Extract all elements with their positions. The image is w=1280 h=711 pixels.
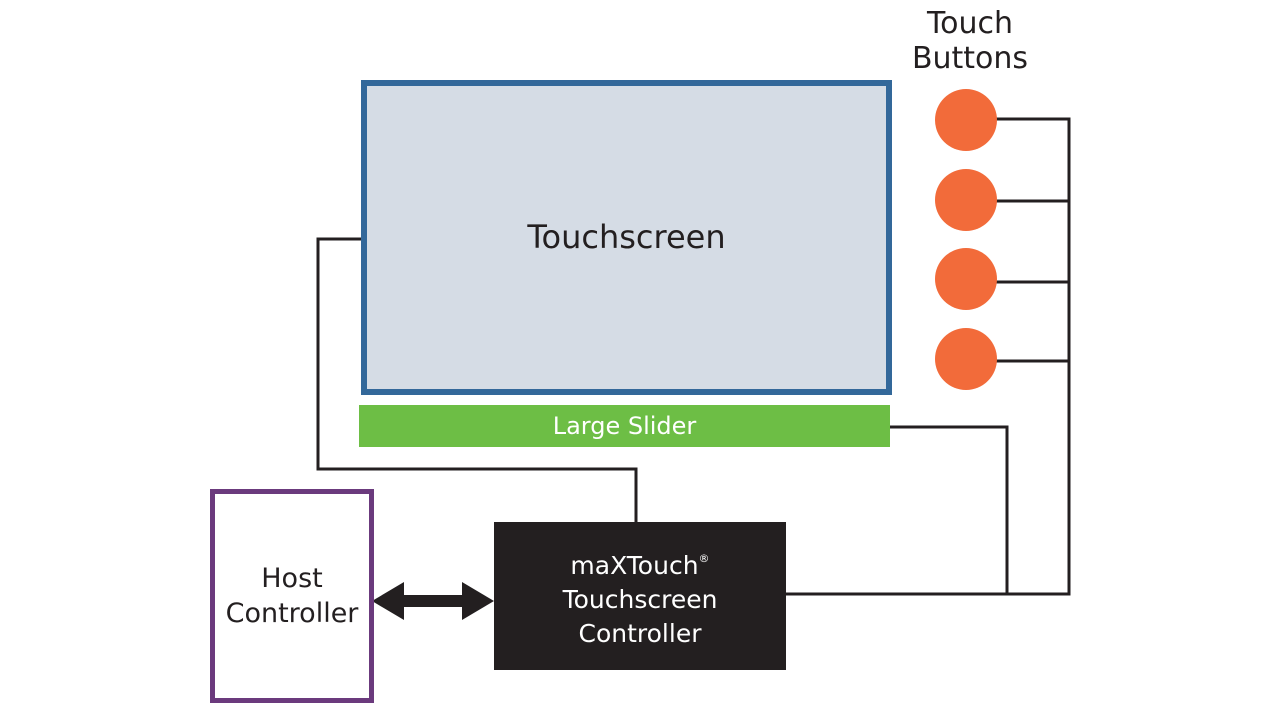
touch-button-3: [935, 248, 997, 310]
touchscreen-panel: Touchscreen: [361, 80, 892, 395]
touch-button-2: [935, 169, 997, 231]
maxtouch-controller-line3: Controller: [578, 618, 702, 648]
maxtouch-controller-label: maXTouch® Touchscreen Controller: [563, 542, 718, 651]
maxtouch-controller-line1: maXTouch®: [563, 542, 718, 583]
host-controller-box: Host Controller: [210, 489, 374, 703]
touch-button-1: [935, 89, 997, 151]
touch-buttons-title-line1: Touch: [926, 6, 1014, 41]
host-controller-line1: Host: [261, 563, 323, 594]
bidirectional-arrow: [372, 582, 494, 620]
slider-wire: [890, 425, 1009, 594]
maxtouch-controller-line2: Touchscreen: [562, 584, 718, 614]
touchscreen-label: Touchscreen: [527, 218, 726, 256]
maxtouch-brand: maXTouch: [570, 550, 699, 580]
touch-buttons-title: Touch Buttons: [890, 6, 1050, 76]
touchscreen-wire: [316, 237, 638, 522]
host-controller-line2: Controller: [225, 598, 359, 629]
touch-button-4: [935, 328, 997, 390]
maxtouch-controller-box: maXTouch® Touchscreen Controller: [494, 522, 786, 670]
large-slider-label: Large Slider: [552, 412, 697, 440]
host-controller-label: Host Controller: [226, 561, 359, 631]
large-slider: Large Slider: [359, 405, 890, 447]
touch-buttons-title-line2: Buttons: [911, 41, 1029, 76]
controller-bus-wire: [786, 117, 1071, 596]
registered-mark: ®: [698, 551, 710, 565]
